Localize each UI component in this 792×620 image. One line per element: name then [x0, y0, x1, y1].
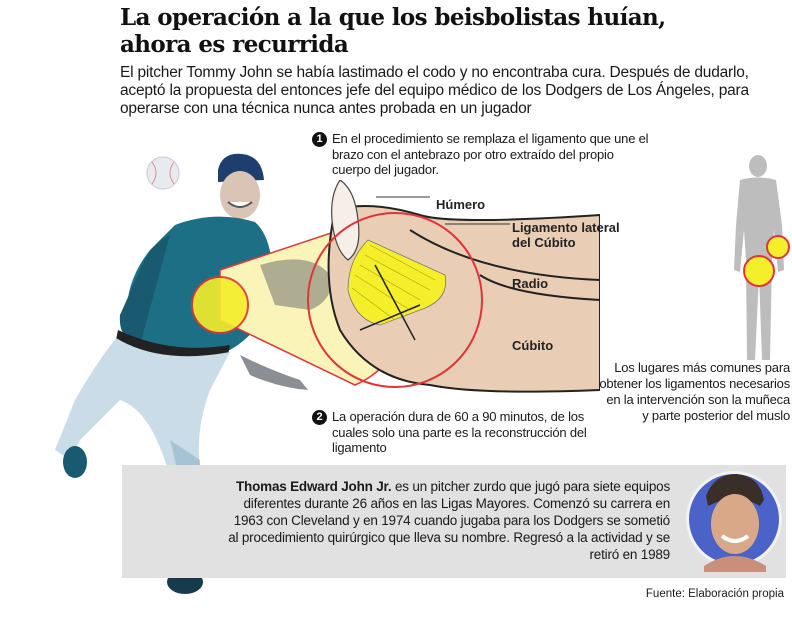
bio-description: es un pitcher zurdo que jugó para siete …: [228, 479, 670, 562]
bio-box: [122, 465, 786, 578]
body-silhouette-illustration: [734, 155, 790, 360]
source-credit: Fuente: Elaboración propia: [645, 588, 784, 600]
label-ulna: Cúbito: [512, 338, 554, 353]
step-1: 1 En el procedimiento se remplaza el lig…: [312, 131, 652, 178]
headline-line-2: ahora es recurrida: [120, 31, 349, 58]
graft-site-thigh: [743, 255, 775, 287]
graft-site-wrist: [766, 235, 790, 259]
headline-line-1: La operación a la que los beisbolistas h…: [120, 4, 666, 31]
headline: La operación a la que los beisbolistas h…: [120, 4, 780, 58]
shoe-left: [63, 446, 87, 478]
elbow-anatomy-diagram: [191, 180, 600, 393]
lead-paragraph: El pitcher Tommy John se había lastimado…: [120, 64, 749, 117]
baseball-icon: [146, 156, 180, 190]
label-ligament: Ligamento lateral del Cúbito: [512, 220, 620, 250]
graft-sites-note: Los lugares más comunes para obtener los…: [599, 360, 790, 423]
step-2-text: La operación dura de 60 a 90 minutos, de…: [332, 409, 587, 455]
step-number-2-icon: 2: [312, 410, 327, 425]
step-1-text: En el procedimiento se remplaza el ligam…: [332, 131, 649, 177]
bio-text: Thomas Edward John Jr. es un pitcher zur…: [228, 478, 670, 563]
ligament: [347, 239, 447, 326]
step-2: 2 La operación dura de 60 a 90 minutos, …: [312, 409, 602, 456]
zoom-circle: [307, 212, 483, 388]
player-portrait: [686, 471, 782, 572]
step-number-1-icon: 1: [312, 132, 327, 147]
bio-name: Thomas Edward John Jr.: [236, 479, 392, 494]
label-humerus: Húmero: [436, 197, 486, 212]
label-radius: Radio: [512, 276, 549, 291]
elbow-highlight-small: [191, 276, 249, 334]
